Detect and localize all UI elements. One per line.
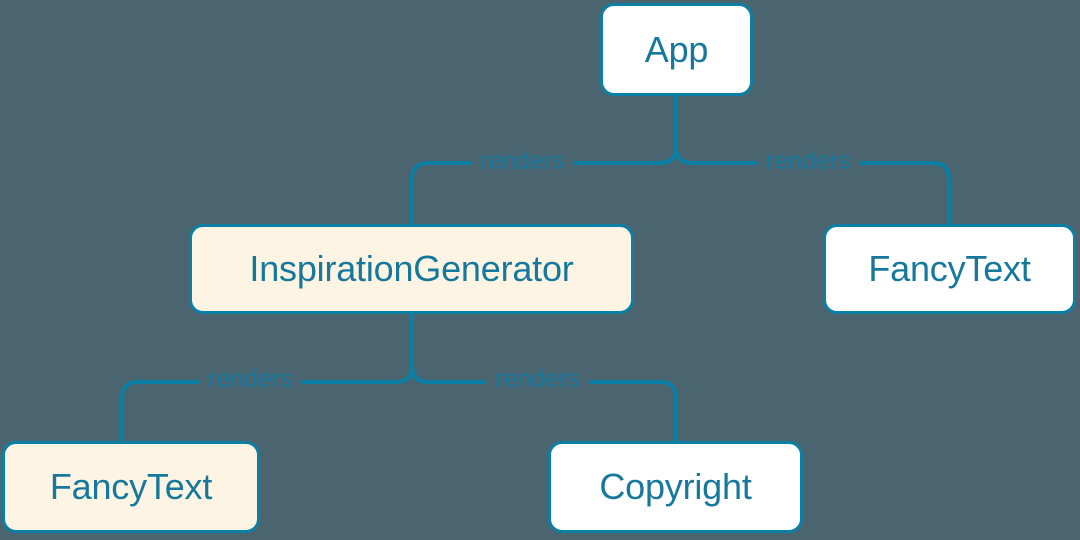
node-fancytext-right[interactable]: FancyText <box>823 224 1076 314</box>
edge-inspiration-to-copyright <box>410 365 678 441</box>
node-fancytext-left[interactable]: FancyText <box>2 441 260 533</box>
edge-label-app-to-fancytext: renders <box>757 149 860 174</box>
node-copyright[interactable]: Copyright <box>548 441 803 533</box>
edge-app-to-fancytext <box>674 146 951 224</box>
node-inspiration-generator-label: InspirationGenerator <box>249 248 574 289</box>
node-fancytext-right-label: FancyText <box>868 248 1031 289</box>
edge-label-app-to-inspiration: renders <box>471 149 574 174</box>
edge-label-inspiration-to-copyright: renders <box>486 367 589 392</box>
node-copyright-label: Copyright <box>599 466 752 507</box>
node-inspiration-generator[interactable]: InspirationGenerator <box>189 224 634 314</box>
edge-app-to-inspiration <box>410 146 678 224</box>
node-fancytext-left-label: FancyText <box>49 466 213 507</box>
edge-inspiration-to-fancytext <box>120 365 414 441</box>
edge-label-inspiration-to-fancytext: renders <box>199 367 302 392</box>
node-app[interactable]: App <box>600 3 753 96</box>
node-app-label: App <box>644 28 709 70</box>
